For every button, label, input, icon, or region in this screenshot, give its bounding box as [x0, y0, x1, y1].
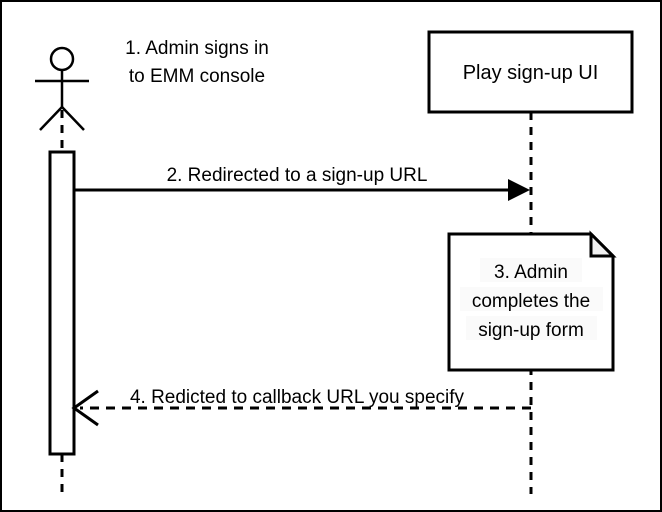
message-1-annotation: 1. Admin signs in to EMM console — [125, 38, 269, 87]
stick-figure-leg-right-icon — [61, 106, 85, 131]
note-line-2: completes the — [472, 291, 590, 312]
note-fold-corner-icon — [589, 230, 617, 258]
note-text-bg-1 — [480, 258, 582, 282]
activation-bar-admin[interactable] — [48, 150, 76, 456]
message-2-redirected-to-signup-url[interactable]: 2. Redirected to a sign-up URL — [74, 165, 530, 201]
actor-admin[interactable] — [35, 46, 89, 131]
note-line-1: 3. Admin — [494, 262, 568, 283]
message-4-arrowhead-open-icon — [71, 389, 99, 427]
message-4-redirect-to-callback-url[interactable]: 4. Redicted to callback URL you specify — [71, 387, 531, 427]
message-1-label-line-2: to EMM console — [129, 66, 265, 87]
note-text-bg-3 — [466, 316, 597, 340]
note-line-3: sign-up form — [478, 320, 584, 341]
message-1-label-line-1: 1. Admin signs in — [125, 38, 269, 59]
participant-label-play-signup-ui: Play sign-up UI — [463, 62, 599, 84]
message-2-label: 2. Redirected to a sign-up URL — [167, 165, 428, 186]
stick-figure-head-icon — [49, 46, 75, 72]
note-text-bg-2 — [460, 287, 603, 311]
message-2-arrowhead-filled-icon — [508, 179, 530, 201]
stick-figure-leg-left-icon — [39, 106, 63, 131]
note-admin-completes-form[interactable]: 3. Admin completes the sign-up form — [447, 230, 617, 372]
message-4-label: 4. Redicted to callback URL you specify — [130, 387, 465, 408]
participant-box-play-signup-ui[interactable] — [427, 30, 634, 114]
